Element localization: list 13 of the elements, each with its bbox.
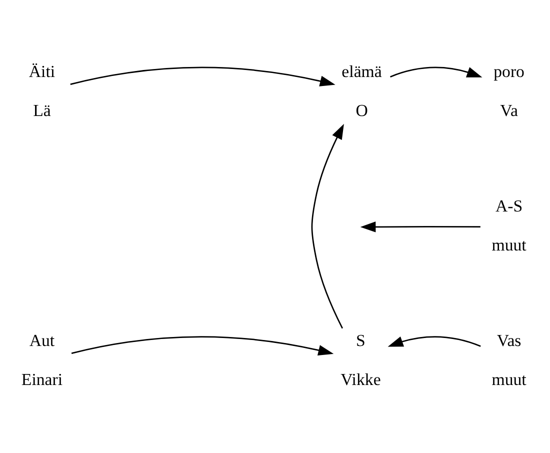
- arrow: [311, 123, 344, 328]
- arrow: [360, 221, 480, 232]
- arrow: [390, 66, 482, 77]
- node-text: elämä O: [342, 61, 382, 120]
- node-text: Aut Einari: [21, 330, 63, 389]
- node-text: Äiti Lä: [28, 61, 56, 120]
- arrow: [71, 336, 334, 355]
- node-text: S Vikke: [340, 330, 381, 389]
- node-text: A-S muut: [492, 196, 526, 254]
- node-text: Vas muut: [492, 330, 526, 389]
- arrow: [388, 336, 481, 346]
- node-text: poro Va: [494, 61, 524, 120]
- arrow: [70, 66, 336, 86]
